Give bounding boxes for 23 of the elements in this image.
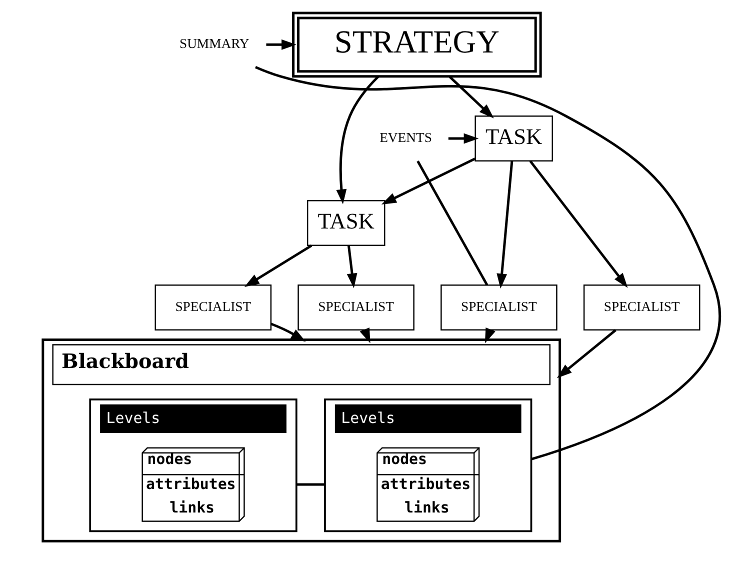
- arrow: [336, 76, 379, 204]
- connector: [296, 483, 324, 486]
- arrow: [484, 327, 495, 344]
- node-box: STRATEGY: [292, 12, 542, 78]
- arrow: [244, 244, 312, 287]
- arrow: [528, 160, 628, 288]
- arrow: [359, 327, 370, 344]
- arrow: [448, 133, 478, 144]
- arrow: [270, 322, 306, 342]
- arrow: [496, 161, 513, 289]
- node-box: SPECIALIST: [154, 284, 272, 330]
- arrow: [448, 76, 494, 118]
- arrow: [380, 158, 475, 204]
- node-box: TASK: [474, 116, 552, 162]
- node-text: EVENTS: [379, 130, 432, 145]
- node-box: TASK: [306, 200, 385, 246]
- connector: [254, 66, 720, 460]
- arrow: [266, 39, 296, 50]
- connector: [416, 160, 488, 286]
- node-text: SUMMARY: [178, 36, 249, 52]
- arrow: [346, 246, 357, 288]
- arrow: [556, 329, 616, 378]
- node-box: SPECIALIST: [582, 284, 700, 330]
